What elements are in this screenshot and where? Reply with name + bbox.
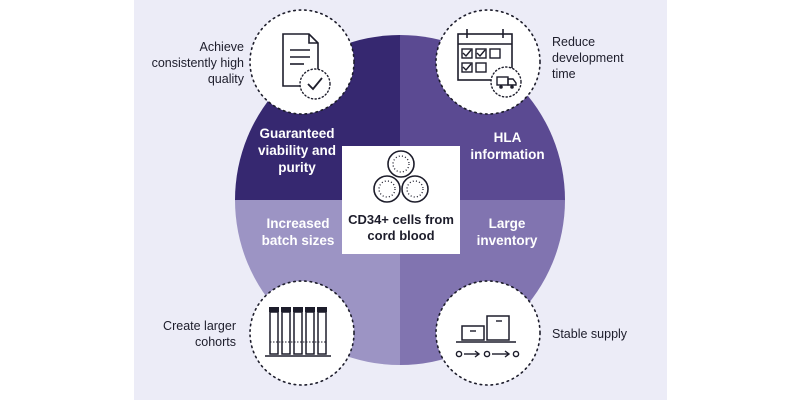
quadrant-label-top-left: Guaranteed viability and purity	[257, 126, 337, 175]
calendar-truck-icon	[435, 9, 541, 115]
cells-icon	[373, 150, 429, 203]
conveyor-boxes-icon	[435, 280, 541, 386]
quadrant-label-bottom-right: Large inventory	[476, 216, 538, 248]
side-text-bottom-left: Create larger cohorts	[163, 319, 236, 349]
vials-icon	[249, 280, 355, 386]
center-label: CD34+ cells from cord blood	[348, 212, 454, 243]
side-text-bottom-right: Stable supply	[552, 327, 628, 341]
document-check-icon	[249, 9, 355, 115]
side-text-top-left: Achieve consistently high quality	[151, 40, 244, 86]
quadrant-label-bottom-left: Increased batch sizes	[261, 216, 335, 248]
quadrant-label-top-right: HLA information	[470, 130, 545, 162]
side-text-top-right: Reduce development time	[552, 35, 624, 81]
center-box: CD34+ cells from cord blood	[342, 146, 460, 254]
